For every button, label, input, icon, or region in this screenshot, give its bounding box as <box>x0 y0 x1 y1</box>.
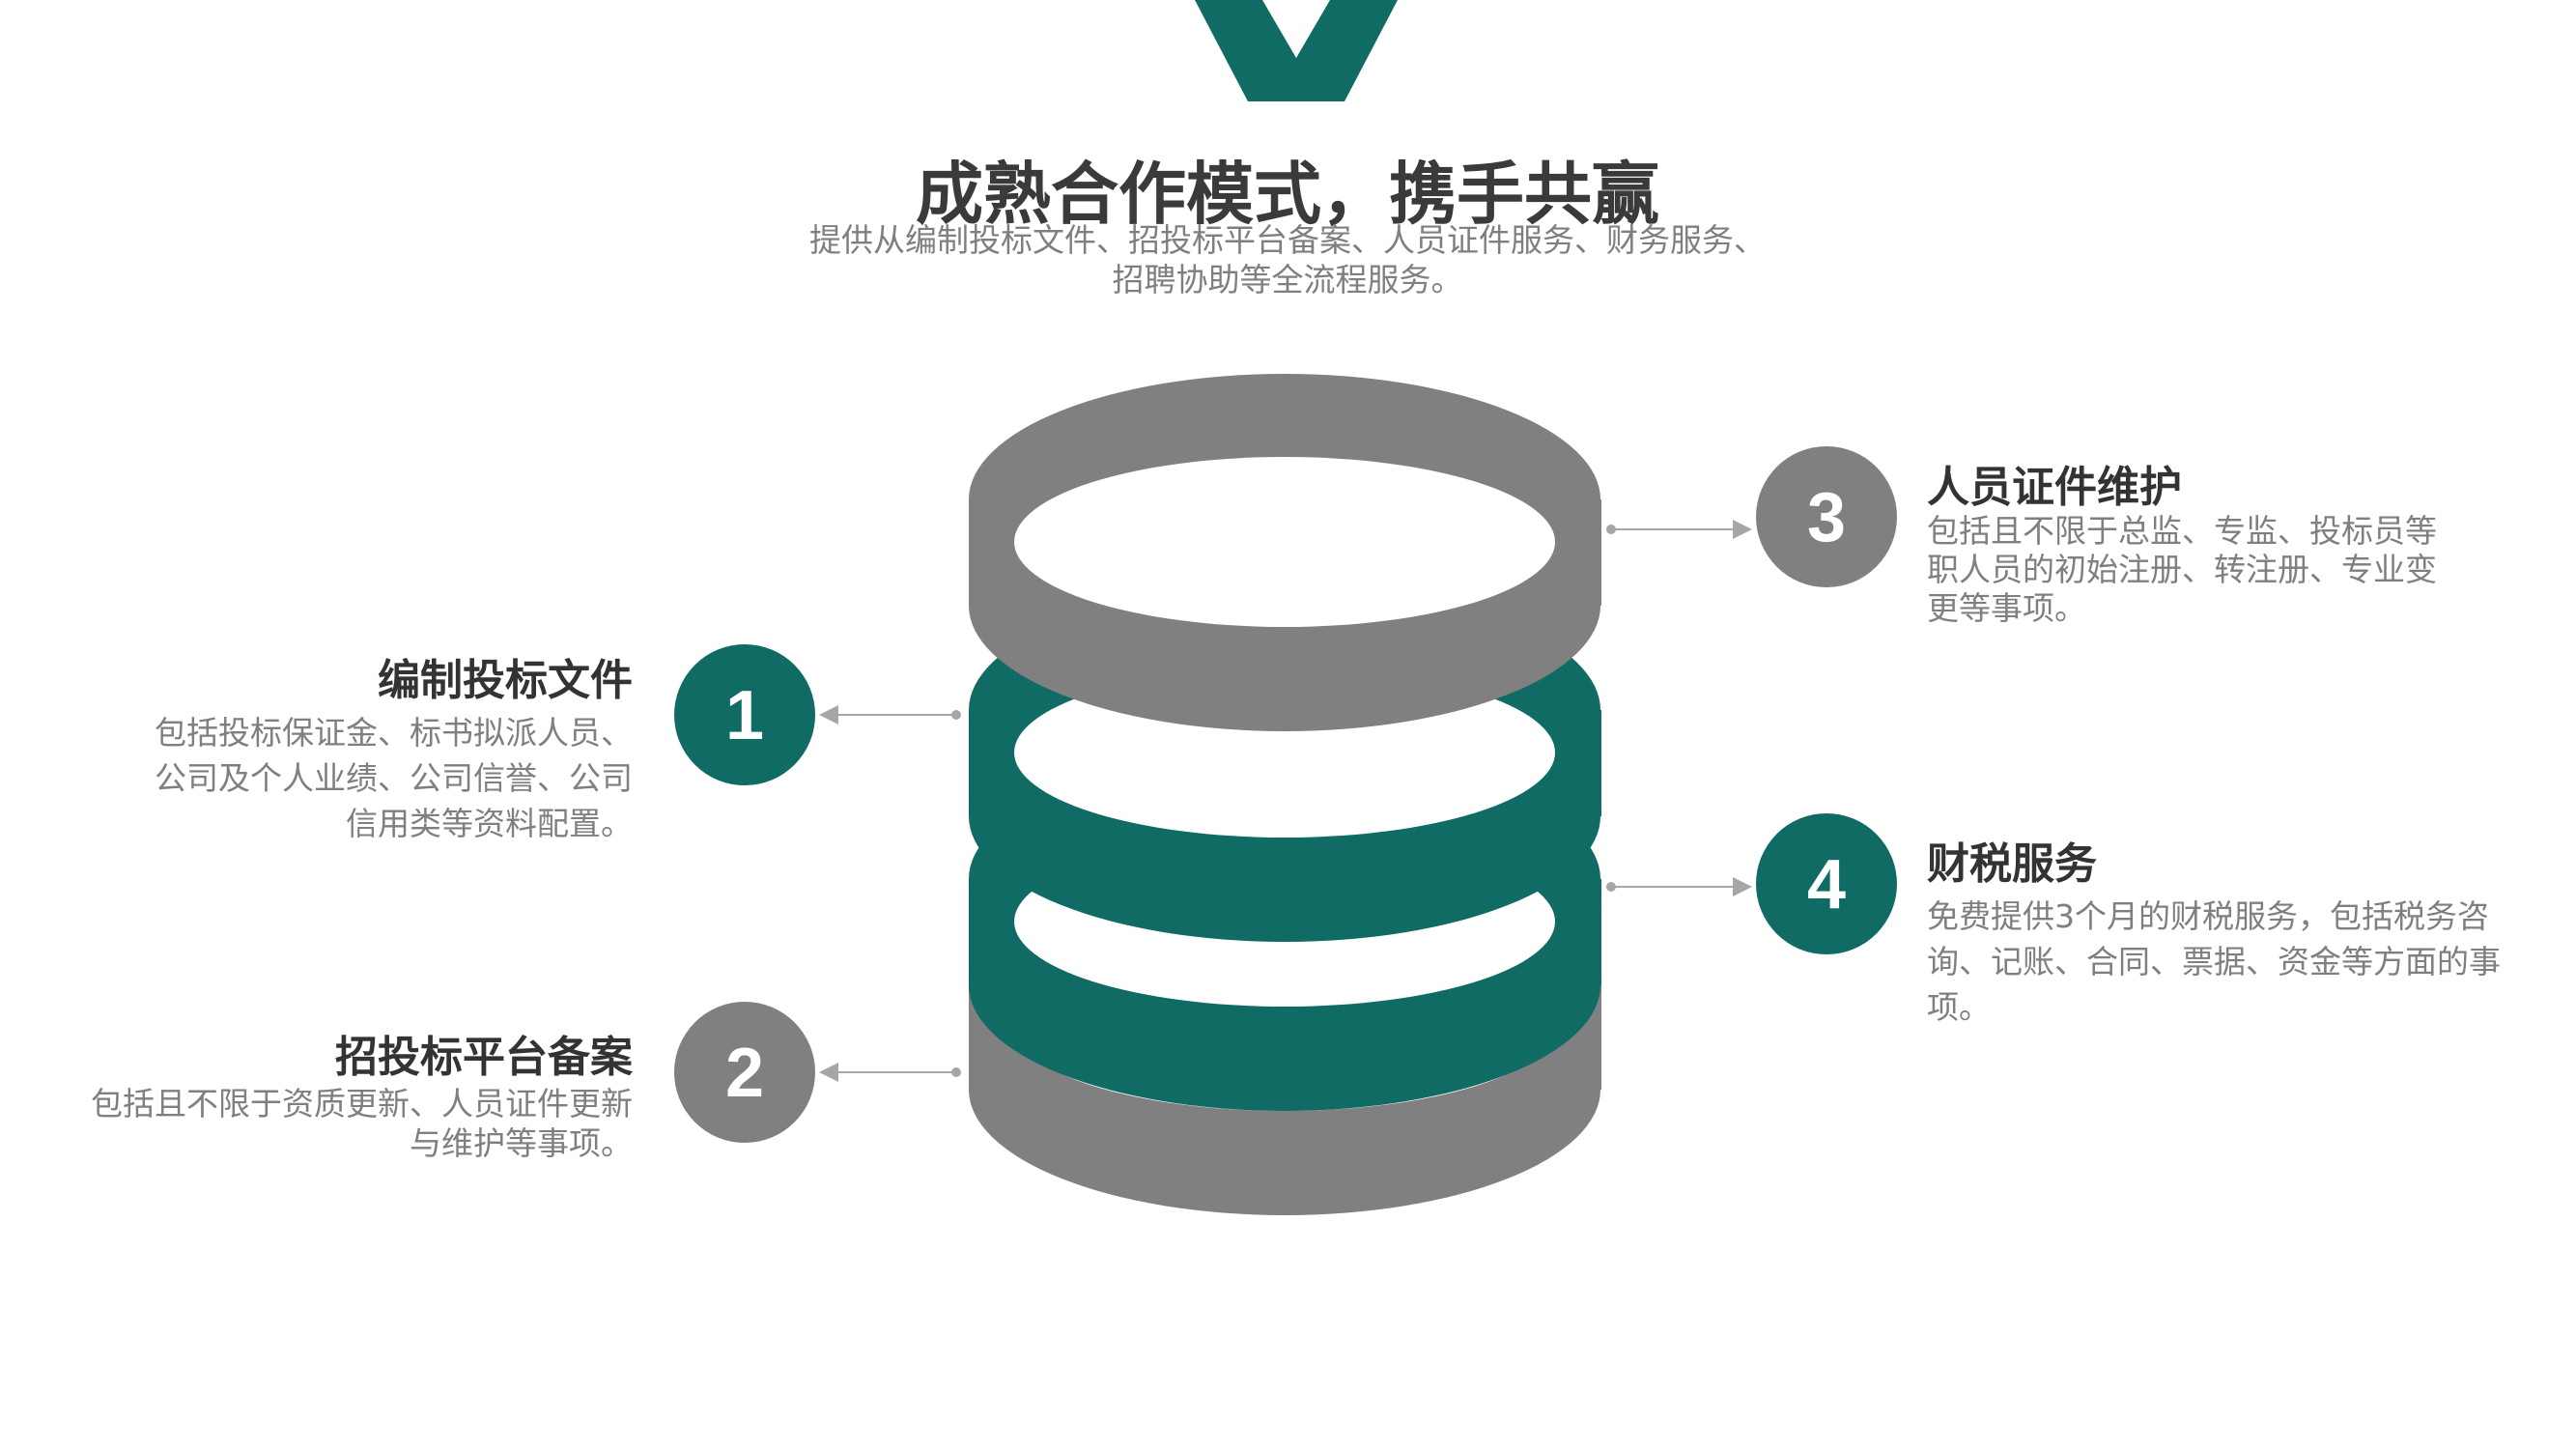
number-label-2: 2 <box>725 1035 764 1112</box>
item-3-title: 人员证件维护 <box>1927 463 2182 512</box>
item-3-desc: 包括且不限于总监、专监、投标员等职人员的初始注册、转注册、专业变更等事项。 <box>1927 512 2437 627</box>
number-circle-4 <box>1756 813 1897 954</box>
top-chevron-shape <box>1195 0 1398 101</box>
connector-4 <box>1606 877 1752 896</box>
item-4-title: 财税服务 <box>1927 839 2097 889</box>
number-label-1: 1 <box>725 677 764 754</box>
ring-top-gray <box>969 374 1601 731</box>
item-2-desc: 包括且不限于资质更新、人员证件更新与维护等事项。 <box>91 1085 633 1162</box>
item-1-desc: 包括投标保证金、标书拟派人员、公司及个人业绩、公司信誉、公司信用类等资料配置。 <box>155 714 633 842</box>
number-circle-3 <box>1756 446 1897 587</box>
number-circle-2 <box>674 1002 815 1143</box>
number-label-3: 3 <box>1807 479 1846 556</box>
page-subtitle: 提供从编制投标文件、招投标平台备案、人员证件服务、财务服务、招聘协助等全流程服务… <box>809 221 1766 298</box>
number-circle-1 <box>674 644 815 785</box>
item-2-title: 招投标平台备案 <box>335 1033 633 1082</box>
number-label-4: 4 <box>1807 846 1846 923</box>
connector-1 <box>819 705 961 724</box>
page-title: 成熟合作模式，携手共赢 <box>916 155 1659 234</box>
connector-2 <box>819 1063 961 1082</box>
item-1-title: 编制投标文件 <box>378 656 633 705</box>
connector-3 <box>1606 520 1752 539</box>
item-4-desc: 免费提供3个月的财税服务，包括税务咨询、记账、合同、票据、资金等方面的事项。 <box>1927 897 2501 1026</box>
